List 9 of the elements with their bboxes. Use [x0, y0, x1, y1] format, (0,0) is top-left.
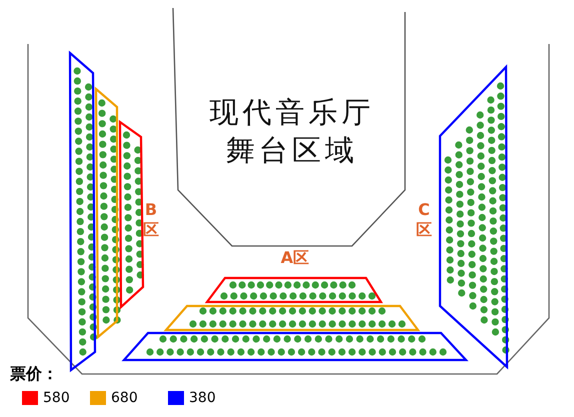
stage-area	[172, 8, 406, 247]
legend-label: 580	[43, 390, 70, 406]
legend-label: 380	[189, 390, 216, 406]
stage-title: 现代音乐厅舞台区域	[209, 94, 375, 169]
section-label: A区	[280, 248, 310, 268]
legend-label: 680	[111, 390, 138, 406]
section-label: C区	[415, 200, 433, 240]
section-label: B区	[142, 200, 160, 240]
legend-title: 票价：	[10, 364, 58, 385]
